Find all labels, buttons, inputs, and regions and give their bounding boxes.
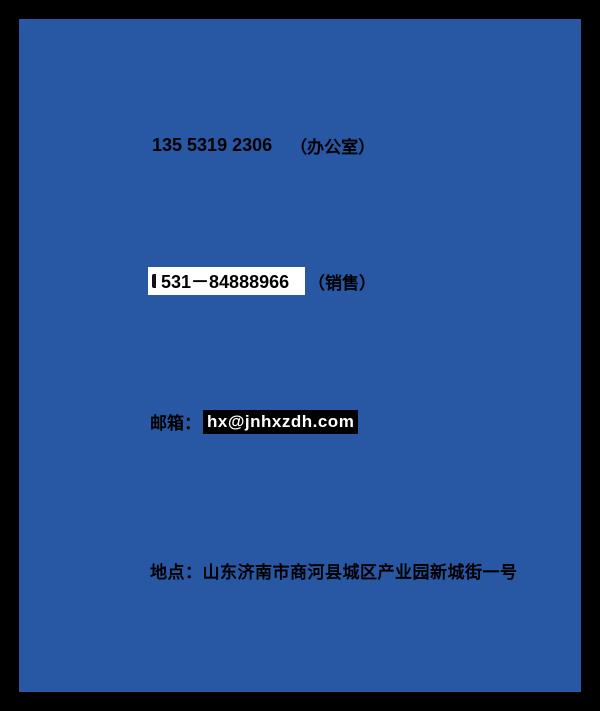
address-line: 地点：山东济南市商河县城区产业园新城街一号 bbox=[150, 558, 518, 583]
clipped-digit-fragment bbox=[152, 274, 156, 288]
email-label: 邮箱： bbox=[150, 414, 201, 433]
content-area bbox=[19, 19, 581, 692]
email-highlight: hx@jnhxzdh.com bbox=[203, 409, 359, 434]
office-phone-number: 135 5319 2306 bbox=[152, 135, 273, 155]
email-address: hx@jnhxzdh.com bbox=[207, 411, 355, 431]
sales-phone-label: （销售） bbox=[308, 273, 376, 293]
email-line: 邮箱： hx@jnhxzdh.com bbox=[150, 409, 359, 434]
office-phone-label: （办公室） bbox=[290, 138, 376, 157]
sales-phone-line: 531－84888966 （销售） bbox=[148, 267, 376, 295]
address-text: 地点：山东济南市商河县城区产业园新城街一号 bbox=[150, 563, 518, 582]
office-phone-line: 135 5319 2306 （办公室） bbox=[152, 133, 375, 158]
sales-phone-number: 531－84888966 bbox=[161, 272, 290, 292]
sales-phone-highlight: 531－84888966 bbox=[148, 267, 305, 295]
